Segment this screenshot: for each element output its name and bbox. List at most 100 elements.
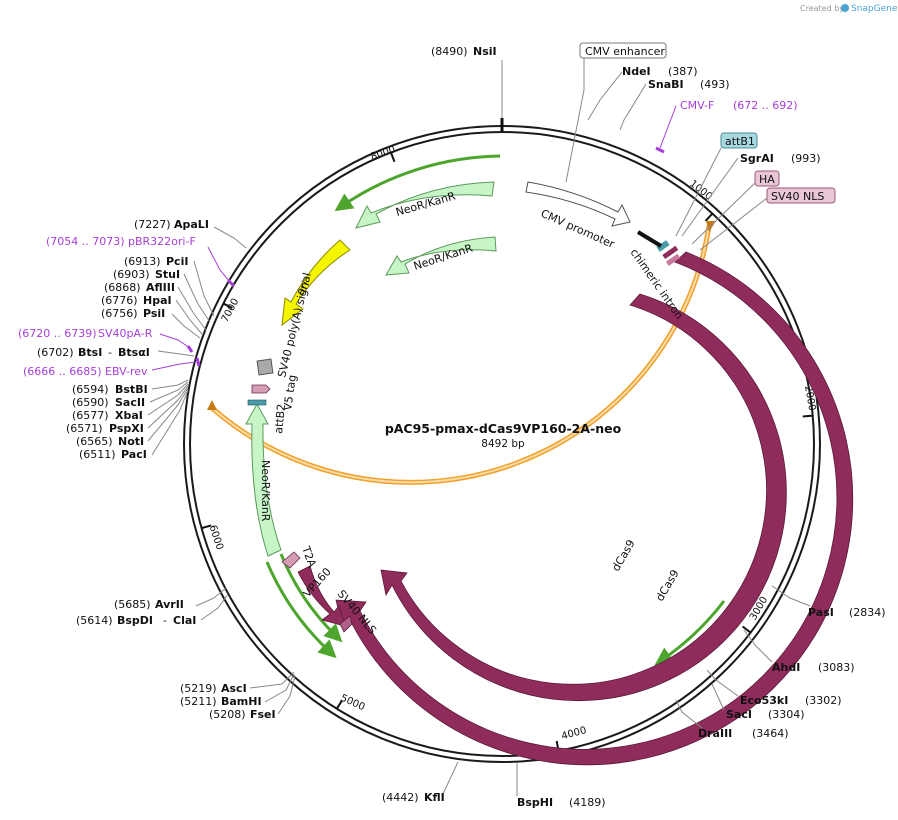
snapgene-logo-icon: [841, 4, 849, 12]
attb2-label: attB2: [272, 403, 288, 434]
asc-name: AscI: [221, 682, 247, 695]
ebv-leader: [151, 361, 197, 371]
bsph-name: BspHI: [517, 796, 553, 809]
not-name: NotI: [118, 435, 144, 448]
bts-dash: -: [108, 346, 112, 359]
pbr-range: (7054 .. 7073): [46, 235, 125, 248]
ha-label: HA: [759, 173, 775, 186]
tick-label-6000: 6000: [207, 524, 225, 552]
stu-name: StuI: [155, 268, 180, 281]
tick-mark: [389, 152, 396, 163]
neo-direction-arrow: [334, 154, 501, 212]
eco53-leader: [706, 669, 739, 697]
fse-leader: [277, 675, 296, 715]
afl3-name: AflIII: [146, 281, 175, 294]
tick-label-4000: 4000: [560, 725, 587, 742]
tick-mark: [704, 212, 714, 222]
tick-mark: [802, 414, 813, 418]
not-pos: (6565): [76, 435, 113, 448]
tick-mark: [201, 524, 212, 530]
coding-region-band-end-arrow-icon: [207, 400, 217, 410]
attb1-label: attB1: [725, 135, 755, 148]
tick-label-5000: 5000: [339, 693, 367, 713]
sv40-polya-feature: [256, 358, 274, 376]
cmv-promoter-arrow: [525, 181, 631, 227]
sv40-nls-feature: [339, 615, 353, 633]
avr-pos: (5685): [114, 598, 151, 611]
ha-block: [665, 253, 681, 266]
bts-leader: [157, 350, 195, 357]
hpa-name: HpaI: [143, 294, 172, 307]
attb1-block: [656, 240, 670, 252]
upper-left-site-leaders: [171, 260, 215, 339]
ahd-name: AhdI: [772, 661, 800, 674]
neo-kanr-label-3: NeoR/KanR: [259, 460, 272, 522]
tick-marks: [201, 118, 813, 752]
pas-name: PasI: [808, 606, 834, 619]
attb1-box: [720, 132, 758, 149]
cmv-enhancer-box: [579, 42, 667, 59]
ebv-marker: [195, 357, 201, 367]
credit-prefix: Created by: [800, 4, 844, 13]
psi-pos: (6756): [101, 307, 138, 320]
pbr-name: pBR322ori-F: [128, 235, 196, 248]
bspdi-name: BspDI: [117, 614, 153, 627]
afl3-pos: (6868): [104, 281, 141, 294]
kfl-pos: (4442): [382, 791, 419, 804]
bam-name: BamHI: [221, 695, 262, 708]
nde-leader: [587, 71, 623, 121]
pbr-marker: [226, 278, 236, 288]
tick-mark: [335, 699, 343, 710]
cmvf-marker: [655, 146, 665, 154]
psi-name: PsiI: [143, 307, 165, 320]
ahd-leader: [743, 629, 773, 663]
bstb-pos: (6594): [72, 383, 109, 396]
bspdi-dash: -: [163, 614, 167, 627]
bam-pos: (5211): [180, 695, 217, 708]
attb2-feature: [247, 399, 267, 406]
neo-kanr-feature-1: [355, 181, 495, 229]
pci-name: PciI: [166, 255, 188, 268]
tick-label-8000: 8000: [369, 144, 397, 163]
sv40pa-leader: [159, 333, 191, 349]
bspdi-alt: ClaI: [173, 614, 196, 627]
v5-tag-label: V5 tag: [281, 374, 299, 412]
avr-leader: [195, 587, 227, 607]
plasmid-length: 8492 bp: [481, 438, 525, 450]
sv40pa-marker: [186, 345, 194, 353]
pspx-name: PspXI: [109, 422, 144, 435]
avr-name: AvrII: [155, 598, 184, 611]
vp160-direction-arrow-outer: [265, 561, 337, 659]
v5-tag-feature: [251, 384, 271, 394]
sac2-name: SacII: [115, 396, 145, 409]
pac-pos: (6511): [79, 448, 116, 461]
tick-mark: [222, 302, 233, 309]
kfl-leader: [441, 761, 459, 797]
bspdi-pos: (5614): [76, 614, 113, 627]
pci-pos: (6913): [124, 255, 161, 268]
ebv-name: EBV-rev: [105, 365, 148, 378]
pas-pos: (2834): [849, 606, 886, 619]
t2a-feature: [281, 551, 301, 569]
ha-box: [754, 170, 780, 187]
dcas9-inner-segment: [380, 293, 787, 702]
apal-pos: (7227): [134, 218, 171, 231]
xba-name: XbaI: [115, 409, 143, 422]
plasmid-name: pAC95-pmax-dCas9VP160-2A-neo: [385, 421, 622, 436]
sv40nls-leader: [699, 197, 768, 251]
ori-feature: [281, 239, 351, 327]
tick-label-1000: 1000: [687, 178, 714, 202]
fse-name: FseI: [250, 708, 276, 721]
sac-name: SacI: [726, 708, 752, 721]
sac-leader: [711, 683, 725, 711]
ahd-pos: (3083): [818, 661, 855, 674]
attb1-leader: [675, 147, 722, 237]
bstb-name: BstBI: [115, 383, 148, 396]
bts-alt: BtsαI: [118, 346, 150, 359]
dra3-pos: (3464): [752, 727, 789, 740]
nde-name: NdeI: [622, 65, 651, 78]
pbr-leader: [207, 246, 231, 283]
sv40pa-name: SV40pA-R: [98, 327, 153, 340]
sac2-pos: (6590): [72, 396, 109, 409]
nde-pos: (387): [668, 65, 698, 78]
